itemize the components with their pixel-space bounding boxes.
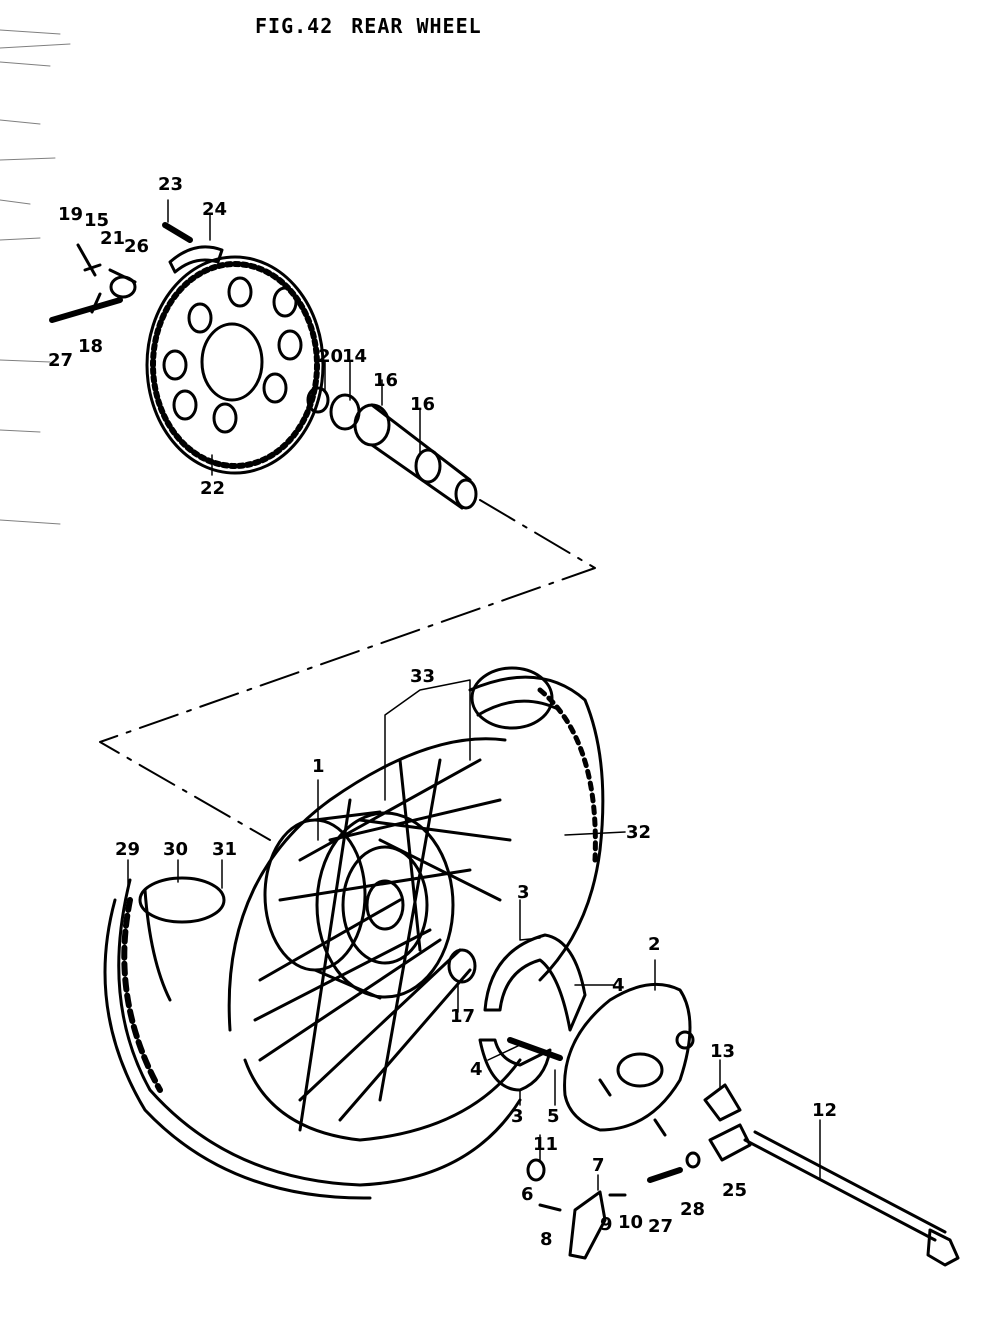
callout-2: 2 — [648, 934, 661, 955]
brake-cam-lever — [526, 1158, 627, 1260]
axis-line — [99, 499, 596, 841]
bearing-and-spacer — [306, 386, 478, 510]
callout-18: 18 — [78, 336, 103, 357]
figure-name: REAR WHEEL — [351, 14, 482, 38]
callout-9: 9 — [600, 1214, 613, 1235]
rear-sprocket — [145, 255, 325, 475]
callout-24: 24 — [202, 199, 227, 220]
callout-1: 1 — [312, 756, 325, 777]
callout-7: 7 — [592, 1155, 605, 1176]
callout-26: 26 — [124, 236, 149, 257]
sprocket-bolts — [49, 222, 224, 323]
callout-30: 30 — [163, 839, 188, 860]
callout-10: 10 — [618, 1212, 643, 1233]
callout-28: 28 — [680, 1199, 705, 1220]
callout-29: 29 — [115, 839, 140, 860]
callout-27b: 27 — [648, 1216, 673, 1237]
callout-19: 19 — [58, 204, 83, 225]
callout-27a: 27 — [48, 350, 73, 371]
leader-lines — [127, 199, 821, 1191]
rear-tire — [103, 675, 605, 1200]
callout-labels: 1 2 3 3 3 4 4 5 6 7 8 9 10 11 12 13 14 1… — [48, 174, 837, 1250]
callout-8: 8 — [540, 1229, 553, 1250]
rear-hub — [263, 810, 455, 1000]
callout-31: 31 — [212, 839, 237, 860]
callout-32: 32 — [626, 822, 651, 843]
callout-22: 22 — [200, 478, 225, 499]
callout-6: 6 — [521, 1184, 534, 1205]
figure-title: FIG.42 REAR WHEEL — [255, 14, 500, 38]
callout-33: 33 — [410, 666, 435, 687]
callout-15: 15 — [84, 210, 109, 231]
brake-panel — [563, 982, 695, 1137]
wheel-rim-and-spokes — [227, 737, 522, 1142]
callout-11: 11 — [533, 1134, 558, 1155]
hub-bearing — [447, 948, 477, 984]
callout-16a: 16 — [373, 370, 398, 391]
brake-shoes — [478, 933, 587, 1092]
callout-4a: 4 — [612, 975, 625, 996]
callout-4b: 4 — [470, 1059, 483, 1080]
callout-17: 17 — [450, 1006, 475, 1027]
callout-3b: 3 — [511, 1106, 524, 1127]
figure-number: FIG.42 — [255, 14, 334, 38]
callout-5: 5 — [547, 1106, 560, 1127]
callout-25: 25 — [722, 1180, 747, 1201]
callout-21: 21 — [100, 228, 125, 249]
callout-12: 12 — [812, 1100, 837, 1121]
callout-3a: 3 — [517, 882, 530, 903]
scan-noise — [0, 29, 71, 525]
axle-assembly — [647, 1083, 960, 1267]
tube-and-rim-band — [138, 666, 554, 1002]
callout-20: 20 — [318, 346, 343, 367]
callout-23: 23 — [158, 174, 183, 195]
callout-13: 13 — [710, 1041, 735, 1062]
callout-16b: 16 — [410, 394, 435, 415]
callout-14: 14 — [342, 346, 367, 367]
